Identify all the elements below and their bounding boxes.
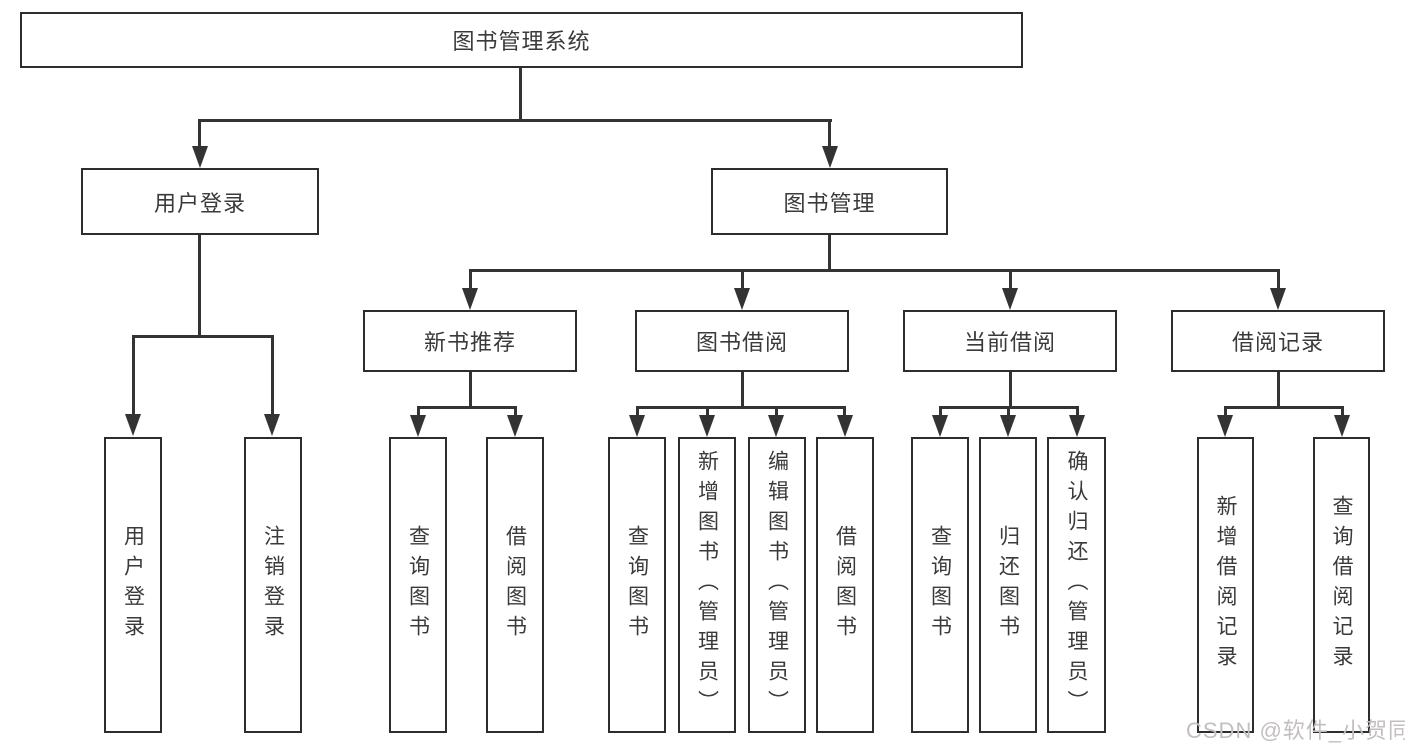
connector-line [939,406,942,417]
connector-line [775,406,778,417]
node-label: 图书管理 [783,190,876,216]
arrow-down-icon [1270,288,1286,310]
leaf-query-borrow-record: 查询借阅记录 [1313,437,1370,733]
leaf-logout: 注销登录 [244,437,302,733]
leaf-label: 借阅图书 [833,525,857,645]
connector-line [636,406,639,417]
node-label: 当前借阅 [963,330,1056,355]
leaf-label: 新增借阅记录 [1214,495,1237,675]
arrow-down-icon [932,415,948,437]
connector-line [843,406,846,417]
connector-line [469,269,472,290]
arrow-down-icon [837,415,853,437]
leaf-label: 查询借阅记录 [1330,495,1353,675]
connector-line [1277,269,1280,290]
leaf-label: 注销登录 [261,525,285,645]
connector-line [1007,406,1010,417]
connector-line [417,406,420,417]
leaf-label: 用户登录 [121,525,145,645]
connector-line [198,119,832,122]
connector-line [417,406,516,409]
arrow-down-icon [1002,288,1018,310]
leaf-query-books-current: 查询图书 [911,437,969,733]
leaf-user-login: 用户登录 [104,437,162,733]
connector-line [706,406,709,417]
connector-line [636,406,846,409]
arrow-down-icon [507,415,523,437]
connector-line [741,372,744,409]
arrow-down-icon [125,414,141,436]
node-book-borrow: 图书借阅 [635,310,849,372]
arrow-down-icon [822,146,838,168]
leaf-label: 借阅图书 [503,525,527,645]
arrow-down-icon [768,415,784,437]
node-book-management: 图书管理 [711,168,948,235]
connector-line [1224,406,1227,417]
arrow-down-icon [1000,415,1016,437]
arrow-down-icon [1069,415,1085,437]
leaf-label: 归还图书 [996,525,1020,645]
node-new-book-recommend: 新书推荐 [363,310,577,372]
leaf-return-books: 归还图书 [979,437,1037,733]
arrow-down-icon [629,415,645,437]
connector-line [132,335,135,416]
leaf-add-book-admin: 新增图书（管理员） [678,437,736,733]
connector-line [198,235,201,336]
connector-line [469,269,1279,272]
arrow-down-icon [699,415,715,437]
arrow-down-icon [734,288,750,310]
arrow-down-icon [1217,415,1233,437]
arrow-down-icon [462,288,478,310]
arrow-down-icon [192,146,208,168]
leaf-label: 新增图书（管理员） [695,450,719,720]
connector-line [469,372,472,409]
node-current-borrow: 当前借阅 [903,310,1117,372]
connector-line [741,269,744,290]
connector-line [132,335,274,338]
node-label: 新书推荐 [423,330,516,355]
leaf-query-books-recommend: 查询图书 [389,437,447,733]
node-label: 图书借阅 [695,330,788,355]
leaf-label: 查询图书 [406,525,430,645]
connector-line [1076,406,1079,417]
connector-line [271,335,274,416]
connector-line [1224,406,1343,409]
leaf-label: 确认归还（管理员） [1065,450,1088,720]
node-user-login: 用户登录 [81,168,319,235]
arrow-down-icon [264,414,280,436]
connector-line [1341,406,1344,417]
leaf-add-borrow-record: 新增借阅记录 [1197,437,1254,733]
node-root: 图书管理系统 [20,12,1023,68]
leaf-label: 查询图书 [928,525,952,645]
csdn-watermark: CSDN @软件_小贺同学 [1186,718,1405,743]
arrow-down-icon [1334,415,1350,437]
node-label: 借阅记录 [1231,330,1324,355]
connector-line [1009,372,1012,409]
leaf-borrow-books-recommend: 借阅图书 [486,437,544,733]
connector-line [1009,269,1012,290]
connector-line [198,119,201,148]
leaf-confirm-return-admin: 确认归还（管理员） [1047,437,1106,733]
leaf-label: 编辑图书（管理员） [765,450,789,720]
leaf-edit-book-admin: 编辑图书（管理员） [748,437,806,733]
connector-line [514,406,517,417]
connector-line [1277,372,1280,409]
leaf-borrow-books: 借阅图书 [816,437,874,733]
leaf-query-books-borrow: 查询图书 [608,437,666,733]
node-label: 图书管理系统 [452,29,591,54]
node-borrow-records: 借阅记录 [1171,310,1385,372]
connector-line [519,68,522,120]
connector-line [828,235,831,271]
leaf-label: 查询图书 [625,525,649,645]
node-label: 用户登录 [153,190,246,216]
arrow-down-icon [410,415,426,437]
connector-line [828,119,831,148]
